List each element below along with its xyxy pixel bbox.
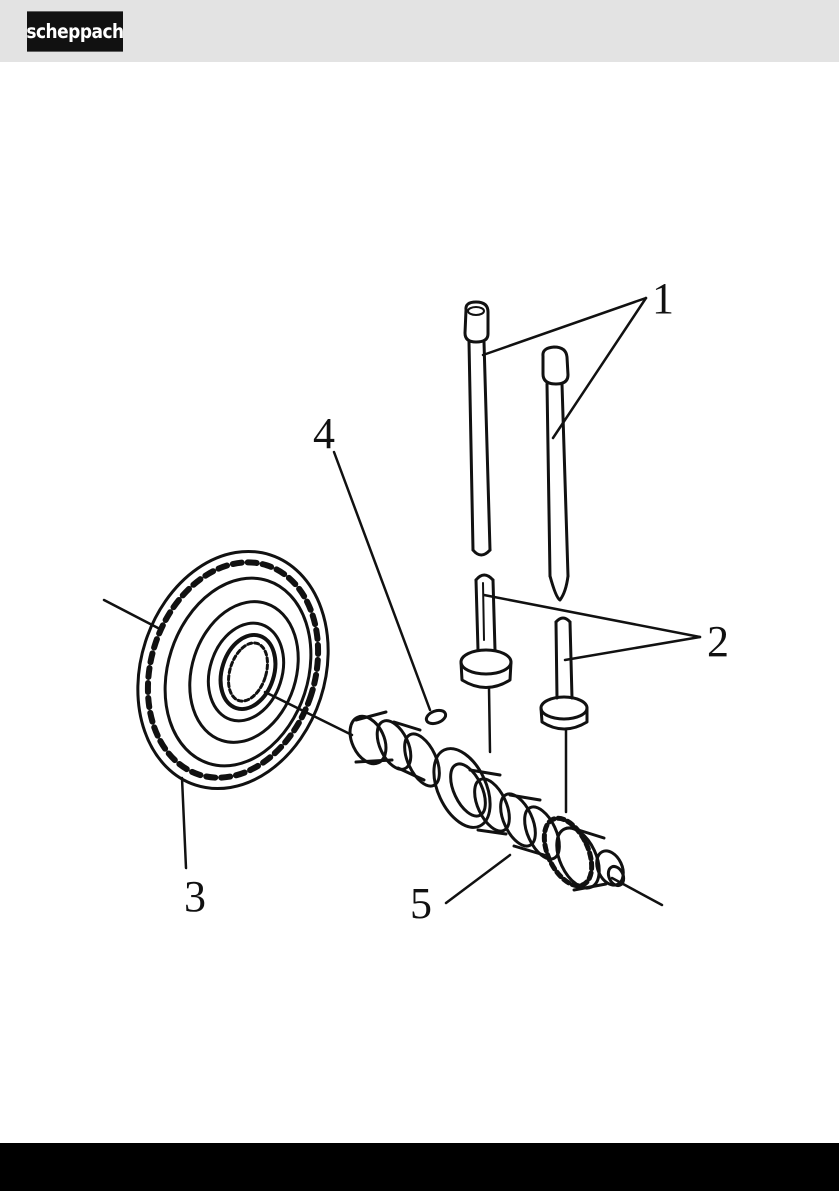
- callout-5: 5: [410, 882, 432, 926]
- callout-2: 2: [707, 620, 729, 664]
- leader-lines: [104, 298, 700, 905]
- timing-gear: [108, 526, 358, 813]
- callout-4: 4: [313, 412, 335, 456]
- camshaft: [343, 711, 629, 895]
- footer-band: [0, 1143, 839, 1191]
- woodruff-key: [425, 708, 448, 726]
- callout-3: 3: [184, 875, 206, 919]
- callout-1: 1: [652, 277, 674, 321]
- push-rod-right: [543, 347, 568, 600]
- tappet-left: [461, 575, 511, 752]
- tappet-right: [541, 618, 587, 812]
- push-rod-left: [465, 302, 490, 555]
